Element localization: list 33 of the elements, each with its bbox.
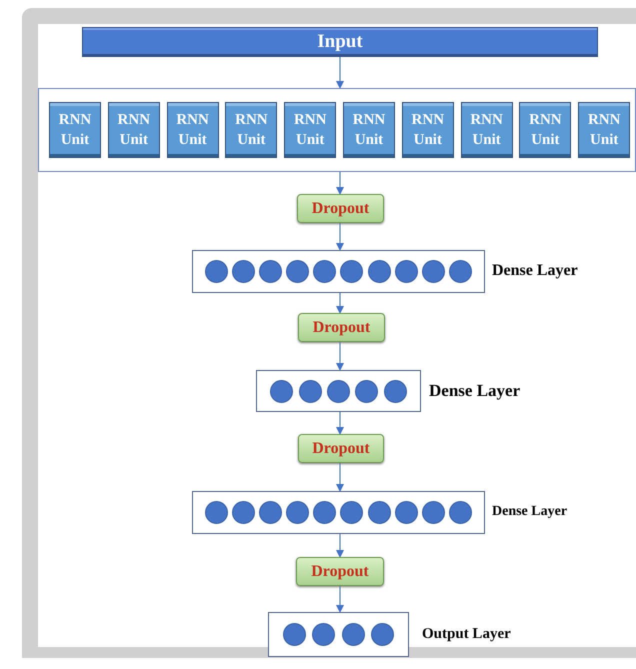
layer-label: Dense Layer xyxy=(429,380,520,401)
layer-label: Output Layer xyxy=(422,626,511,642)
layer-box xyxy=(192,491,485,534)
arrow xyxy=(336,586,344,613)
arrow xyxy=(336,56,344,89)
arrow xyxy=(336,412,344,435)
rnn-unit-box: RNN Unit xyxy=(108,102,160,158)
dropout-box: Dropout xyxy=(296,557,384,586)
rnn-unit-box: RNN Unit xyxy=(343,102,395,158)
layer-label: Dense Layer xyxy=(492,262,578,280)
layer-label: Dense Layer xyxy=(492,504,568,520)
layer-box xyxy=(256,370,421,412)
dropout-box: Dropout xyxy=(298,313,385,342)
container-box xyxy=(38,88,636,172)
rnn-unit-box: RNN Unit xyxy=(578,102,630,158)
arrow xyxy=(336,222,344,251)
rnn-unit-box: RNN Unit xyxy=(284,102,336,158)
input-bar: Input xyxy=(82,27,598,57)
arrow xyxy=(336,462,344,492)
rnn-unit-box: RNN Unit xyxy=(460,102,513,158)
arrow xyxy=(336,172,344,195)
rnn-unit-box: RNN Unit xyxy=(225,102,278,158)
layer-box xyxy=(192,250,485,293)
layer-box xyxy=(268,612,409,657)
arrow xyxy=(336,534,344,558)
arrow xyxy=(336,292,344,314)
rnn-unit-box: RNN Unit xyxy=(166,102,219,158)
dropout-box: Dropout xyxy=(298,434,384,463)
rnn-unit-box: RNN Unit xyxy=(402,102,454,158)
rnn-unit-box: RNN Unit xyxy=(49,102,101,158)
arrow xyxy=(336,342,344,371)
rnn-unit-box: RNN Unit xyxy=(519,102,572,158)
dropout-box: Dropout xyxy=(297,194,384,223)
